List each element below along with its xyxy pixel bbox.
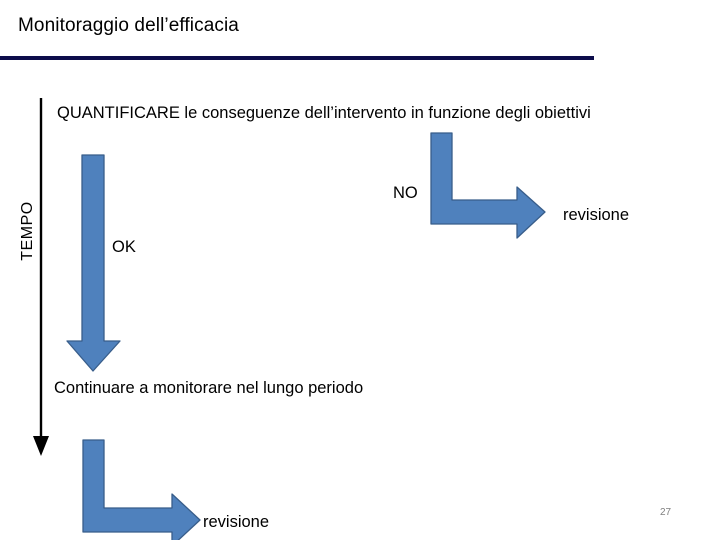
page-title: Monitoraggio dell’efficacia <box>18 15 239 36</box>
down-arrow-icon <box>33 98 49 456</box>
label-revisione-top: revisione <box>563 206 630 224</box>
thick-down-arrow-icon <box>66 154 121 372</box>
bent-right-arrow-icon-no <box>430 132 546 239</box>
label-revisione-bottom: revisione <box>203 513 270 531</box>
title-divider <box>0 56 594 60</box>
page-number: 27 <box>660 507 672 518</box>
bent-right-arrow-icon-loop <box>82 439 201 540</box>
quantificare-paragraph: QUANTIFICARE le conseguenze dell’interve… <box>57 104 591 122</box>
tempo-axis-label: TEMPO <box>19 201 36 261</box>
continuare-paragraph: Continuare a monitorare nel lungo period… <box>54 379 364 397</box>
label-ok: OK <box>112 238 136 256</box>
label-no: NO <box>393 184 418 202</box>
